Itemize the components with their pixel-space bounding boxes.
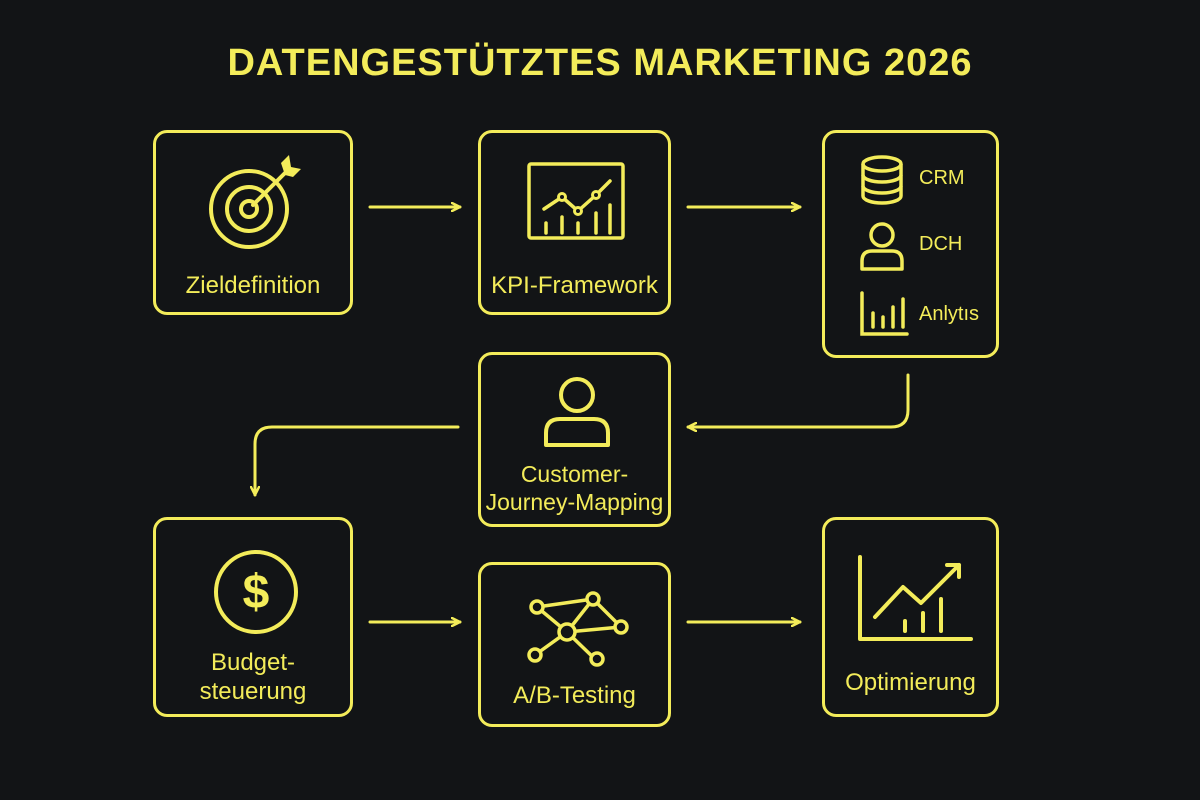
node-kpi-framework: KPI-Framework (478, 130, 671, 315)
source-row-crm: CRM (825, 155, 996, 205)
svg-text:$: $ (243, 566, 270, 619)
node-label: steuerung (199, 678, 307, 705)
target-icon (209, 155, 301, 249)
dollar-icon: $ (214, 550, 298, 634)
node-label: Zieldefinition (185, 272, 321, 299)
source-label: Anlytıs (919, 303, 980, 325)
user-icon (544, 377, 610, 447)
source-row-dch: DCH (825, 221, 996, 271)
node-data-sources: CRM DCH Anlytıs (822, 130, 999, 358)
source-row-analytics: Anlytıs (825, 291, 996, 341)
node-budgetsteuerung: $ Budget- steuerung (153, 517, 353, 717)
source-label: DCH (919, 233, 963, 255)
source-label: CRM (919, 167, 965, 189)
node-label: Optimierung (845, 669, 976, 696)
node-ab-testing: A/B-Testing (478, 562, 671, 727)
arrow-journey-to-budget (255, 425, 460, 497)
node-zieldefinition: Zieldefinition (153, 130, 353, 315)
network-icon (527, 591, 629, 667)
node-label: Journey-Mapping (485, 489, 664, 515)
node-customer-journey: Customer- Journey-Mapping (478, 352, 671, 527)
bar-chart-icon (860, 291, 909, 336)
node-label: Budget- (210, 649, 296, 676)
growth-chart-icon (858, 555, 973, 641)
diagram-title: DATENGESTÜTZTES MARKETING 2026 (227, 42, 973, 84)
node-label: A/B-Testing (513, 682, 636, 709)
node-optimierung: Optimierung (822, 517, 999, 717)
node-label: Customer- (520, 461, 629, 487)
arrow-sources-to-journey (686, 373, 910, 427)
node-label: KPI-Framework (491, 272, 658, 299)
user-icon (860, 222, 904, 271)
database-icon (861, 155, 903, 205)
line-chart-icon (527, 162, 625, 240)
